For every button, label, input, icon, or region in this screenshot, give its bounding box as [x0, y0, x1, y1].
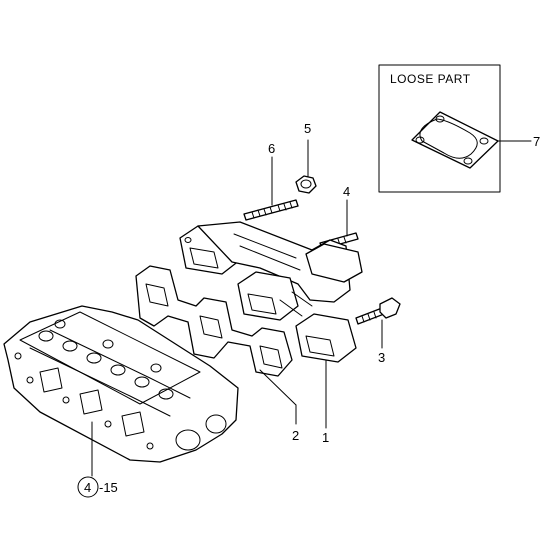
callout-6: 6: [268, 141, 275, 156]
reference-number: 4: [84, 480, 91, 495]
reference-circle: [77, 476, 99, 498]
cylinder-head: [3, 305, 239, 477]
exhaust-manifold: 1: [179, 221, 363, 445]
leader-2: [259, 369, 297, 406]
loose-part-box: LOOSE PART 7: [378, 64, 540, 193]
hex-nut: 5: [295, 121, 317, 194]
stud-4: 4: [319, 184, 359, 250]
reference-suffix: -15: [99, 480, 118, 495]
loose-part-title: LOOSE PART: [390, 72, 471, 86]
callout-5: 5: [304, 121, 311, 136]
loose-gasket: [411, 111, 499, 169]
callout-3: 3: [378, 350, 385, 365]
flange-bolt: 3: [355, 297, 401, 365]
callout-1: 1: [322, 430, 329, 445]
callout-7: 7: [533, 134, 540, 149]
callout-4: 4: [343, 184, 350, 199]
stud-bolt: 6: [243, 141, 299, 221]
callout-2: 2: [292, 428, 299, 443]
reference-callout: 4 -15: [77, 476, 118, 498]
manifold-gasket: 2: [135, 265, 299, 443]
